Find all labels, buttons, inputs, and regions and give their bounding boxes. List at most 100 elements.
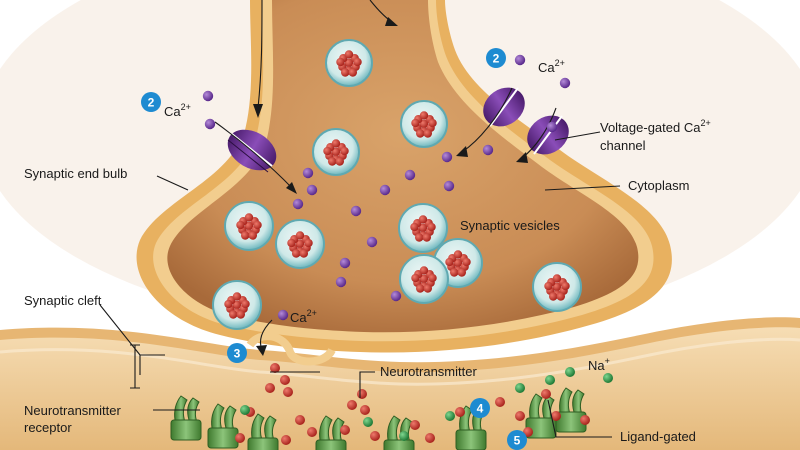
calcium-ion-16 xyxy=(335,276,347,288)
sodium-ion-7 xyxy=(515,383,525,393)
sodium-ion-3 xyxy=(445,411,455,421)
label-neurotransmitter-receptor-2: receptor xyxy=(24,420,72,435)
voltage-gated-channel-right-upper xyxy=(483,87,525,127)
calcium-ion-6 xyxy=(379,184,391,196)
label-cytoplasm: Cytoplasm xyxy=(628,178,689,193)
step-badge-2-left: 2 xyxy=(141,92,161,112)
neurotransmitter-molecule-1 xyxy=(270,363,280,373)
calcium-ion-14 xyxy=(366,236,378,248)
neurotransmitter-molecule-9 xyxy=(295,415,305,425)
sodium-ion-8 xyxy=(399,431,409,441)
calcium-ion-9 xyxy=(441,151,453,163)
calcium-ion-7 xyxy=(404,169,416,181)
label-neurotransmitter-receptor-1: Neurotransmitter xyxy=(24,403,121,418)
neurotransmitter-molecule-6 xyxy=(347,400,357,410)
vesicle-10 xyxy=(212,280,262,330)
calcium-ion-11 xyxy=(514,54,526,66)
calcium-ion-4 xyxy=(306,184,318,196)
neurotransmitter-molecule-17 xyxy=(515,411,525,421)
neurotransmitter-molecule-19 xyxy=(541,389,551,399)
neurotransmitter-molecule-22 xyxy=(281,435,291,445)
neurotransmitter-molecule-15 xyxy=(455,407,465,417)
vesicle-2 xyxy=(400,100,448,148)
calcium-ion-19 xyxy=(302,167,314,179)
receptor-4 xyxy=(315,415,347,450)
label-ca-bottom: Ca2+ xyxy=(290,308,317,325)
sodium-ion-4 xyxy=(545,375,555,385)
neurotransmitter-molecules xyxy=(235,363,613,445)
label-na: Na+ xyxy=(588,356,610,373)
calcium-ion-8 xyxy=(443,180,455,192)
receptor-3 xyxy=(247,413,279,450)
vesicle-9 xyxy=(532,262,582,312)
calcium-ion-3 xyxy=(292,198,304,210)
receptor-8 xyxy=(555,387,587,433)
neurotransmitter-molecule-14 xyxy=(425,433,435,443)
label-synaptic-cleft: Synaptic cleft xyxy=(24,293,102,308)
svg-text:3: 3 xyxy=(234,347,241,361)
receptor-1 xyxy=(170,395,202,441)
calcium-ion-17 xyxy=(390,290,402,302)
label-neurotransmitter: Neurotransmitter xyxy=(380,364,477,379)
label-synaptic-end-bulb: Synaptic end bulb xyxy=(24,166,127,181)
svg-text:5: 5 xyxy=(514,434,521,448)
neurotransmitter-molecule-12 xyxy=(370,431,380,441)
step-badge-4: 4 xyxy=(470,398,490,418)
vesicle-8 xyxy=(399,254,449,304)
neurotransmitter-molecule-5 xyxy=(357,389,367,399)
neurotransmitter-molecule-20 xyxy=(551,411,561,421)
calcium-ion-10 xyxy=(482,144,494,156)
label-ca-left: Ca2+ xyxy=(164,102,191,119)
step-badge-3: 3 xyxy=(227,343,247,363)
voltage-gated-channel-right-lower xyxy=(527,115,569,155)
exocytosis-pocket xyxy=(246,332,336,366)
label-voltage-gated-1: Voltage-gated Ca2+ xyxy=(600,118,711,135)
neurotransmitter-molecule-3 xyxy=(265,383,275,393)
neurotransmitter-molecule-7 xyxy=(360,405,370,415)
calcium-ion-13 xyxy=(546,121,558,133)
svg-text:2: 2 xyxy=(493,52,500,66)
neurotransmitter-molecule-13 xyxy=(410,420,420,430)
neurotransmitter-molecule-11 xyxy=(340,425,350,435)
label-leaders xyxy=(99,131,621,438)
calcium-ion-15 xyxy=(339,257,351,269)
calcium-ion-2 xyxy=(204,118,216,130)
postsynaptic-neuron xyxy=(0,317,800,450)
sodium-ion-6 xyxy=(603,373,613,383)
calcium-flow-arrows xyxy=(214,87,557,356)
calcium-ion-5 xyxy=(350,205,362,217)
synaptic-vesicles xyxy=(212,39,582,330)
neurotransmitter-molecule-4 xyxy=(283,387,293,397)
vesicle-5 xyxy=(275,219,325,269)
sodium-ion-5 xyxy=(565,367,575,377)
vesicle-4 xyxy=(224,201,274,251)
action-potential-arrows xyxy=(253,0,398,118)
receptor-2 xyxy=(207,403,239,449)
neurotransmitter-molecule-16 xyxy=(495,397,505,407)
sodium-ion-1 xyxy=(240,405,250,415)
neurotransmitter-molecule-18 xyxy=(523,427,533,437)
calcium-ion-1 xyxy=(202,90,214,102)
calcium-ions xyxy=(202,54,571,321)
label-ligand-gated: Ligand-gated xyxy=(620,429,696,444)
neurotransmitter-molecule-2 xyxy=(280,375,290,385)
label-synaptic-vesicles: Synaptic vesicles xyxy=(460,218,560,233)
svg-text:2: 2 xyxy=(148,96,155,110)
vesicle-1 xyxy=(325,39,373,87)
neurotransmitter-molecule-10 xyxy=(307,427,317,437)
calcium-ion-12 xyxy=(559,77,571,89)
label-ca-right: Ca2+ xyxy=(538,58,565,75)
vesicle-3 xyxy=(312,128,360,176)
svg-text:4: 4 xyxy=(477,402,484,416)
calcium-ion-18 xyxy=(277,309,289,321)
step-badge-5: 5 xyxy=(507,430,527,450)
label-voltage-gated-2: channel xyxy=(600,138,646,153)
neurotransmitter-receptors xyxy=(170,387,587,450)
neurotransmitter-molecule-23 xyxy=(235,433,245,443)
sodium-ion-2 xyxy=(363,417,373,427)
vesicle-6 xyxy=(398,203,448,253)
step-badge-2-right: 2 xyxy=(486,48,506,68)
neurotransmitter-molecule-21 xyxy=(580,415,590,425)
